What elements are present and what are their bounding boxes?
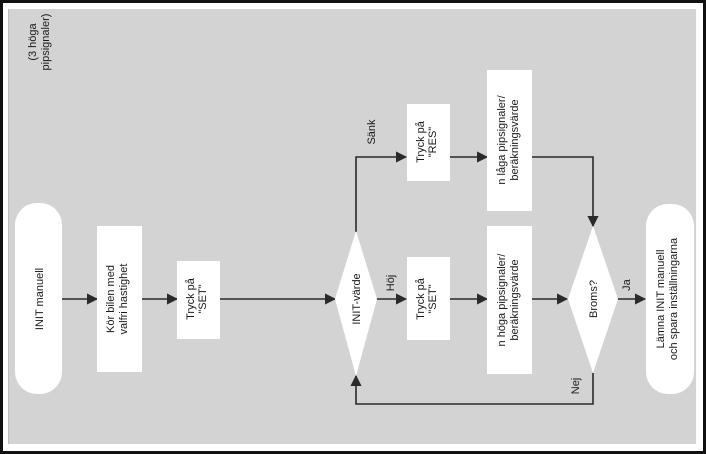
set2-label-1: Tryck på (415, 277, 427, 320)
edge-label-raise: Höj (385, 275, 397, 292)
start-label: INIT manuell (34, 268, 46, 330)
arrow-brake-no-loop (350, 373, 594, 405)
set2-label-2: "SET" (427, 284, 439, 313)
drive-label-2: valfri hastighet (118, 264, 130, 335)
drive-label-1: Kör bilen med (105, 265, 117, 333)
set1-label-1: Tryck på (185, 277, 197, 320)
drive-box (97, 226, 142, 372)
decision-label: INIT-värde (351, 273, 363, 324)
res-label-1: Tryck på (415, 120, 427, 163)
note-line-1: (3 höga (27, 22, 39, 60)
brake-label: Broms? (588, 280, 600, 318)
high-label-1: n höga pipsignaler/ (496, 253, 508, 347)
end-label-2: och spara inställningarna (668, 237, 680, 360)
note-label: (3 höga pipsignaler) (27, 14, 52, 71)
arrow-low-to-brake (532, 156, 599, 228)
note-line-2: pipsignaler) (40, 14, 52, 71)
res-label-2: "RES" (427, 127, 439, 158)
res-box (407, 104, 450, 181)
brake-decision (568, 226, 618, 373)
end-terminal (646, 204, 694, 394)
high-label-2: beräkningsvärde (509, 259, 521, 340)
end-label-1: Lämna INIT manuell (655, 250, 667, 349)
set1-label-2: "SET" (197, 284, 209, 313)
set-box-2 (407, 257, 450, 340)
edge-label-lower: Sänk (366, 119, 378, 145)
start-terminal (15, 203, 62, 394)
edge-label-yes: Ja (621, 278, 633, 291)
set-box-1 (177, 261, 220, 339)
connectors (62, 151, 647, 405)
high-signals-box (487, 226, 532, 374)
init-value-decision (335, 231, 377, 376)
low-label-2: beräkningsvärde (509, 99, 521, 180)
low-label-1: n låga pipsignaler/ (496, 94, 508, 184)
edge-label-no: Nej (570, 378, 582, 395)
low-signals-box (487, 70, 532, 211)
arrow-decision-to-res (355, 151, 408, 232)
